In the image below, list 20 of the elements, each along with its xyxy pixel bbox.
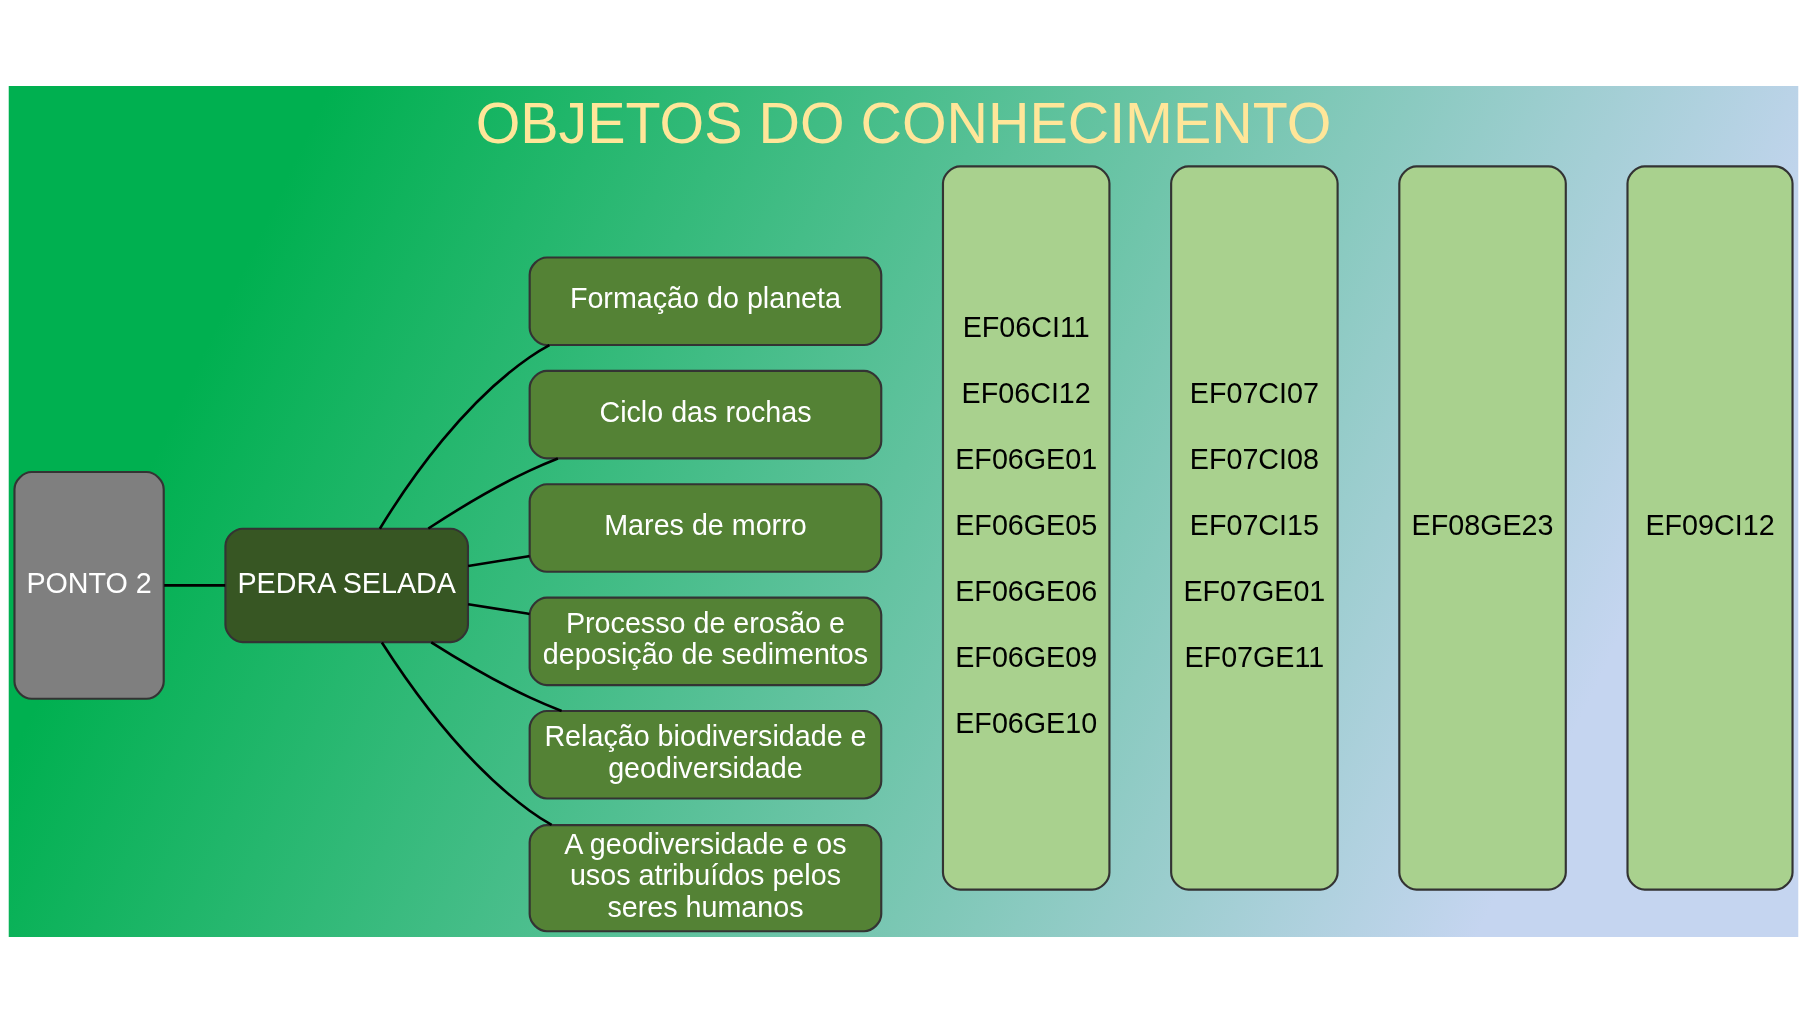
node-box: Ciclo das rochas [528,369,883,459]
node-box: PONTO 2 [13,470,165,700]
node-box: Processo de erosão e deposição de sedimentos [528,596,883,686]
node-box: Relação biodiversidade e geodiversidade [528,709,883,800]
connector [430,640,563,712]
node-box: A geodiversidade e os usos atribuídos pelos seres humanos [528,823,883,932]
connector [467,554,530,567]
node-box: EF09CI12 [1626,164,1794,891]
node-box: Mares de morro [528,482,883,573]
connector [467,602,530,615]
node-box: Formação do planeta [528,255,883,346]
node-box: PEDRA SELADA [224,527,470,643]
node-box: EF07CI07 EF07CI08 EF07CI15 EF07GE01 EF07GE11 [1170,164,1339,891]
diagram-title: OBJETOS DO CONHECIMENTO [475,90,1332,155]
connector [378,343,551,529]
node-box: EF06CI11 EF06CI12 EF06GE01 EF06GE05 EF06GE06 EF06GE09 EF06GE10 [941,164,1111,891]
connector [164,583,226,587]
connector [380,641,553,826]
node-box: EF08GE23 [1398,164,1567,891]
connector [427,456,559,530]
